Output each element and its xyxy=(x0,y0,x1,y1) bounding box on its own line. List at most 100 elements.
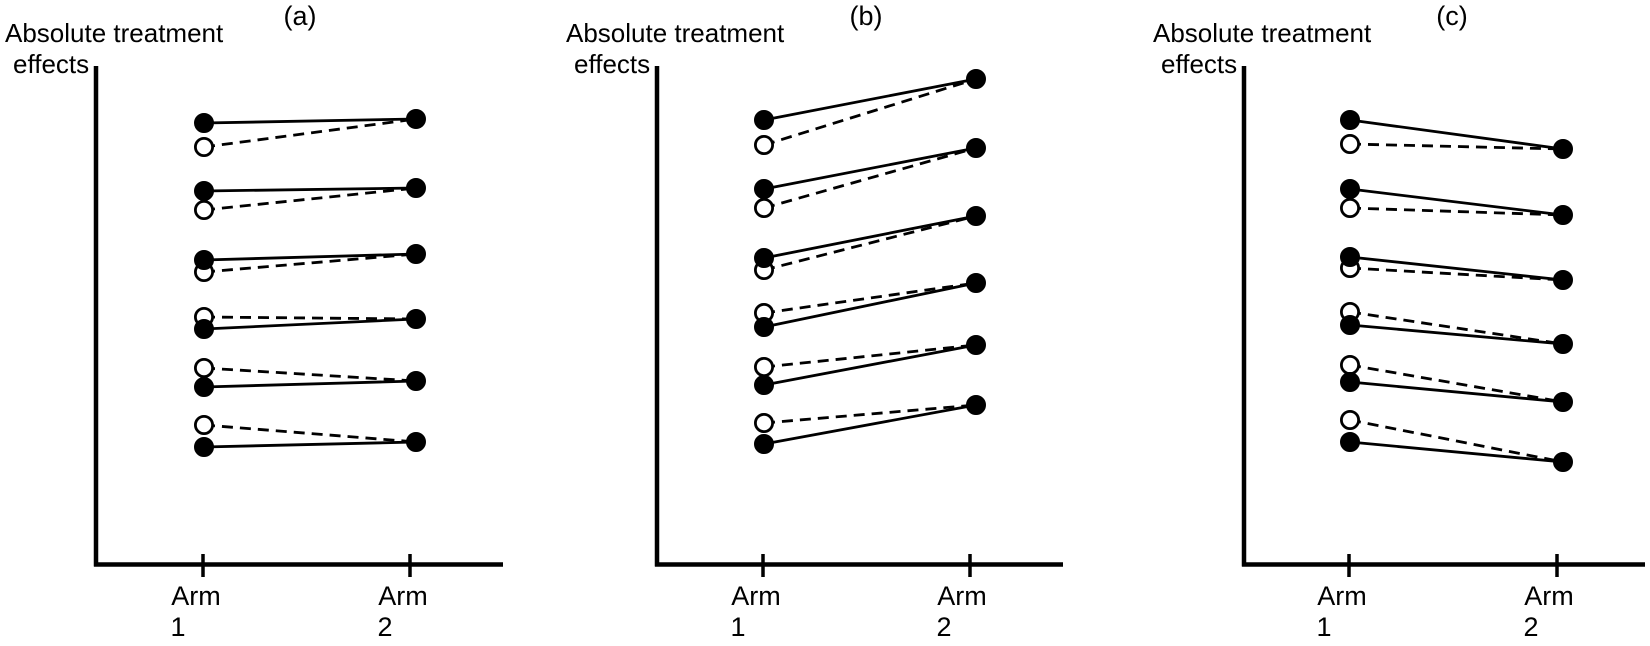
x-tick-label-arm1-panel-b: Arm 1 xyxy=(730,581,780,643)
arm1-filled-marker xyxy=(754,434,774,454)
arm2-filled-marker xyxy=(406,432,426,452)
arm-number: 2 xyxy=(936,612,952,642)
arm-word: Arm xyxy=(1524,581,1574,611)
arm1-open-marker xyxy=(754,197,775,218)
solid-effect-line xyxy=(203,252,417,262)
arm-word: Arm xyxy=(937,581,987,611)
arm1-open-marker xyxy=(754,412,775,433)
arm1-open-marker xyxy=(1340,197,1361,218)
x-tick-label-arm2-panel-a: Arm 2 xyxy=(377,581,428,643)
dashed-effect-line xyxy=(203,315,417,321)
x-tick-label-arm1-panel-c: Arm 1 xyxy=(1316,581,1367,643)
solid-effect-line xyxy=(763,403,977,446)
arm2-filled-marker xyxy=(966,206,986,226)
solid-effect-line xyxy=(1349,440,1564,464)
arm1-filled-marker xyxy=(1340,432,1360,452)
solid-effect-line xyxy=(763,77,977,122)
x-tick-label-arm2-panel-c: Arm 2 xyxy=(1523,581,1574,643)
arm1-filled-marker xyxy=(194,437,214,457)
arm1-filled-marker xyxy=(754,110,774,130)
solid-effect-line xyxy=(763,343,977,387)
arm1-filled-marker xyxy=(194,377,214,397)
arm1-filled-marker xyxy=(1340,110,1360,130)
arm-word: Arm xyxy=(171,581,221,611)
arm1-filled-marker xyxy=(1340,372,1360,392)
arm2-filled-marker xyxy=(966,69,986,89)
arm2-filled-marker xyxy=(406,309,426,329)
dashed-effect-line xyxy=(763,214,977,272)
arm2-filled-marker xyxy=(406,178,426,198)
solid-effect-line xyxy=(763,146,977,191)
arm1-filled-marker xyxy=(1340,179,1360,199)
dashed-effect-line xyxy=(1349,363,1564,404)
arm1-filled-marker xyxy=(754,317,774,337)
arm-number: 1 xyxy=(170,612,186,642)
panel-title-a: (a) xyxy=(283,1,317,31)
solid-effect-line xyxy=(1349,187,1564,217)
arm-word: Arm xyxy=(1317,581,1367,611)
panel-c xyxy=(1241,66,1645,577)
y-axis-label-line2: effects xyxy=(574,49,651,79)
solid-effect-line xyxy=(763,281,977,329)
arm1-open-marker xyxy=(1340,133,1361,154)
arm1-open-marker xyxy=(754,356,775,377)
arm1-filled-marker xyxy=(194,181,214,201)
arm1-filled-marker xyxy=(194,113,214,133)
y-axis-label-line1: Absolute treatment xyxy=(566,18,785,48)
arm1-filled-marker xyxy=(194,319,214,339)
x-tick-label-arm2-panel-b: Arm 2 xyxy=(936,581,987,643)
solid-effect-line xyxy=(1349,255,1564,282)
y-axis-label-line2: effects xyxy=(13,49,90,79)
arm1-filled-marker xyxy=(754,375,774,395)
arm2-filled-marker xyxy=(966,395,986,415)
arm2-filled-marker xyxy=(966,138,986,158)
arm1-filled-marker xyxy=(754,248,774,268)
y-axis-label-line2: effects xyxy=(1161,49,1238,79)
arm2-filled-marker xyxy=(1553,205,1573,225)
arm1-open-marker xyxy=(193,414,214,435)
panel-title-c: (c) xyxy=(1436,1,1468,31)
arm1-filled-marker xyxy=(1340,315,1360,335)
arm-word: Arm xyxy=(378,581,428,611)
solid-effect-line xyxy=(203,117,417,125)
solid-effect-line xyxy=(203,317,417,331)
arm2-filled-marker xyxy=(1553,452,1573,472)
dashed-effect-line xyxy=(203,366,417,383)
panel-b xyxy=(654,66,1063,577)
dashed-effect-line xyxy=(203,423,417,444)
y-axis-label-line1: Absolute treatment xyxy=(1153,18,1372,48)
arm2-filled-marker xyxy=(1553,139,1573,159)
arm1-open-marker xyxy=(193,357,214,378)
solid-effect-line xyxy=(203,379,417,389)
arm2-filled-marker xyxy=(1553,334,1573,354)
arm-number: 1 xyxy=(730,612,746,642)
solid-effect-line xyxy=(203,186,417,193)
arm-number: 2 xyxy=(377,612,393,642)
arm2-filled-marker xyxy=(406,371,426,391)
arm1-filled-marker xyxy=(754,179,774,199)
y-axis-label-panel-b: Absolute treatment effects xyxy=(566,18,784,80)
arm1-open-marker xyxy=(193,199,214,220)
y-axis-label-line1: Absolute treatment xyxy=(5,18,224,48)
arm1-open-marker xyxy=(1340,354,1361,375)
arm1-open-marker xyxy=(193,136,214,157)
panel-title-b: (b) xyxy=(849,1,883,31)
arm1-open-marker xyxy=(754,134,775,155)
arm2-filled-marker xyxy=(406,244,426,264)
arm1-filled-marker xyxy=(1340,247,1360,267)
panel-a xyxy=(93,66,503,577)
y-axis-label-panel-c: Absolute treatment effects xyxy=(1153,18,1371,80)
dashed-effect-line xyxy=(763,77,977,147)
dashed-effect-line xyxy=(763,281,977,315)
solid-effect-line xyxy=(203,440,417,449)
arm1-filled-marker xyxy=(194,250,214,270)
arm2-filled-marker xyxy=(1553,392,1573,412)
solid-effect-line xyxy=(763,214,977,260)
dashed-effect-line xyxy=(763,146,977,210)
arm-number: 2 xyxy=(1523,612,1539,642)
solid-effect-line xyxy=(1349,323,1564,346)
arm2-filled-marker xyxy=(966,335,986,355)
dashed-effect-line xyxy=(1349,418,1564,464)
